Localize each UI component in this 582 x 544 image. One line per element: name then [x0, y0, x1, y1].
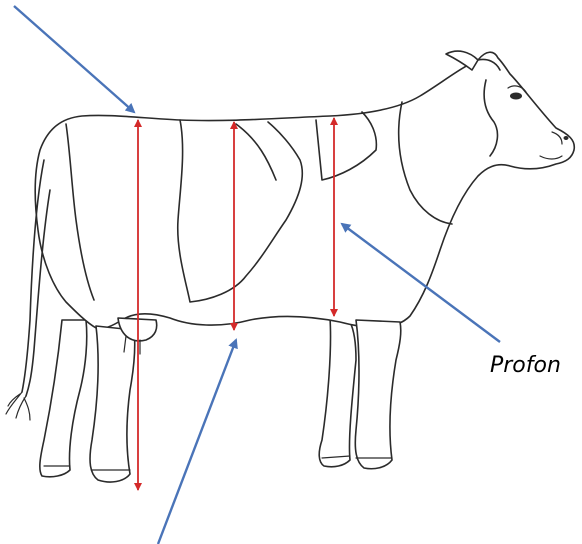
- chest-pointer-arrow: [340, 222, 501, 343]
- cow-outline-icon: [5, 50, 576, 483]
- topline-pointer-arrow: [13, 5, 136, 114]
- depth-label: Profon: [490, 353, 561, 378]
- belly-pointer-arrow: [156, 338, 238, 544]
- measurement-lines: [134, 117, 338, 491]
- pointer-arrows: [13, 5, 501, 544]
